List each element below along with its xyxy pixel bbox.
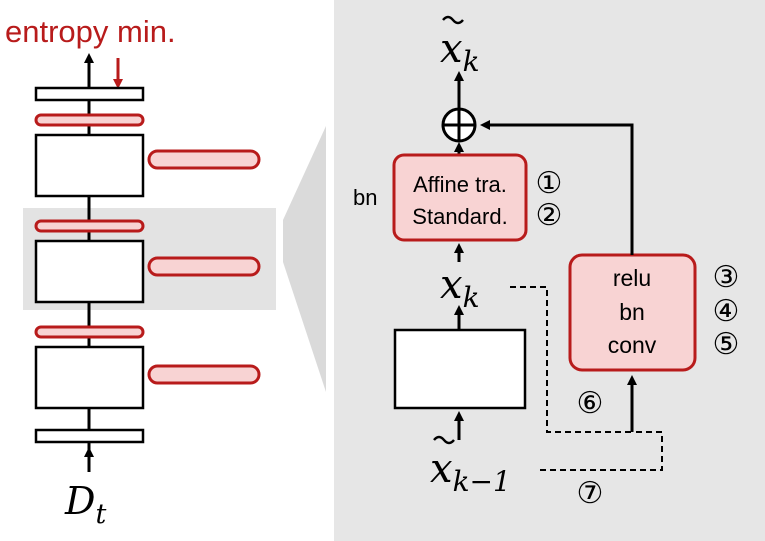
entropy-min-label: entropy min. <box>5 14 176 49</box>
marker-1: ① <box>536 167 563 200</box>
bn-block-line2: Standard. <box>412 204 507 229</box>
input-feature-sub: k−1 <box>453 465 511 498</box>
intermediate-feature-sub: k <box>463 281 480 314</box>
dataset-label: Dt <box>64 479 106 530</box>
dataset-label-sub: t <box>95 499 106 530</box>
main-block <box>393 328 527 410</box>
residual-block-1 <box>34 133 145 198</box>
input-feature-base: x <box>430 446 453 492</box>
adapter-line-bn: bn <box>619 299 645 325</box>
bn-side-label: bn <box>353 185 377 210</box>
zoom-shadow <box>283 126 326 392</box>
bn-block <box>392 153 528 242</box>
residual-block-2 <box>34 239 145 304</box>
output-feature-sub: k <box>463 45 480 78</box>
adapter-pill-2 <box>147 256 261 277</box>
dashed-path-6 <box>510 286 632 433</box>
norm-pill-3 <box>34 325 145 339</box>
output-feature-label: xk <box>440 26 480 78</box>
adapter-line-conv: conv <box>608 332 657 358</box>
marker-7: ⑦ <box>577 477 604 510</box>
dataset-label-base: D <box>64 479 95 523</box>
marker-6: ⑥ <box>577 387 604 420</box>
marker-5: ⑤ <box>713 328 740 361</box>
residual-block-3 <box>34 345 145 410</box>
adapter-to-plus-path <box>480 120 634 255</box>
norm-pill-1 <box>34 113 145 127</box>
adapter-pill-1 <box>147 149 261 170</box>
intermediate-feature-label: xk <box>440 262 480 314</box>
detail-panel-background <box>334 0 765 541</box>
intermediate-feature-base: x <box>440 262 463 308</box>
norm-pill-2 <box>34 219 145 233</box>
adapter-line-relu: relu <box>613 265 651 291</box>
top-layer <box>34 86 145 102</box>
marker-2: ② <box>536 199 563 232</box>
adapter-pill-3 <box>147 364 261 385</box>
input-tilde <box>433 435 455 445</box>
dashed-path-7 <box>540 431 663 471</box>
bn-block-line1: Affine tra. <box>413 172 507 197</box>
marker-3: ③ <box>713 261 740 294</box>
marker-4: ④ <box>713 295 740 328</box>
output-tilde <box>442 15 464 25</box>
output-feature-base: x <box>440 26 463 72</box>
bottom-layer <box>34 428 145 444</box>
input-feature-label: xk−1 <box>430 446 511 498</box>
